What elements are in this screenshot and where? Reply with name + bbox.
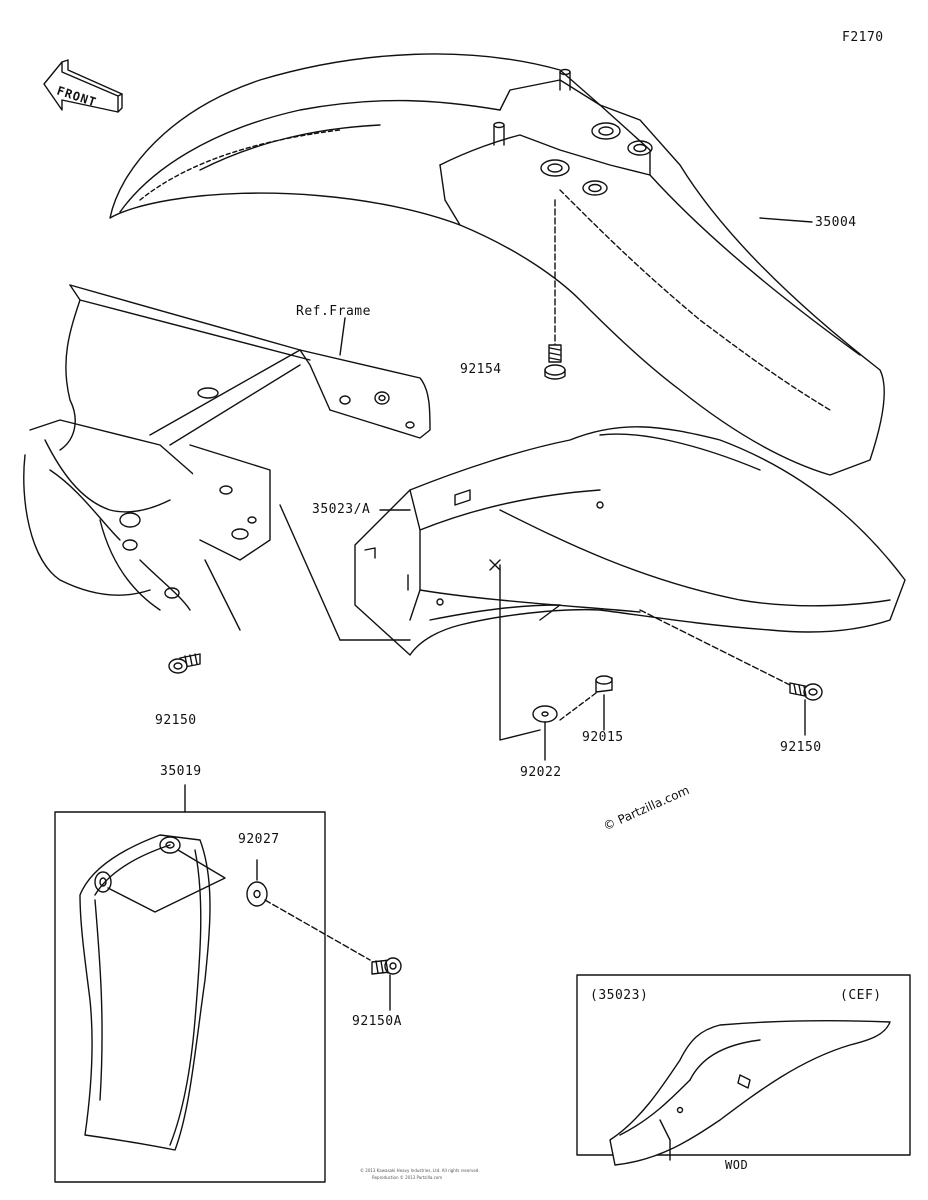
inset-caption: WOD bbox=[725, 1158, 749, 1172]
part-label-92150-left[interactable]: 92150 bbox=[155, 713, 197, 728]
frame-reference bbox=[23, 284, 431, 611]
part-label-35004[interactable]: 35004 bbox=[815, 215, 857, 230]
part-label-92150-right[interactable]: 92150 bbox=[780, 740, 822, 755]
part-label-92015[interactable]: 92015 bbox=[582, 730, 624, 745]
mud-flap-kit-35019 bbox=[54, 784, 402, 1183]
footer-note-1: © 2013 Kawasaki Heavy Industries, Ltd. A… bbox=[360, 1168, 480, 1173]
part-label-92150A[interactable]: 92150A bbox=[352, 1014, 402, 1029]
part-label-35023A[interactable]: 35023/A bbox=[312, 502, 371, 517]
bolt-92154 bbox=[544, 199, 566, 380]
inset-right-label: (CEF) bbox=[840, 988, 882, 1003]
part-label-92154[interactable]: 92154 bbox=[460, 362, 502, 377]
front-fender-35004 bbox=[109, 53, 885, 476]
part-label-35019[interactable]: 35019 bbox=[160, 764, 202, 779]
nut-92015 bbox=[595, 675, 613, 731]
rear-fender-35023A bbox=[279, 426, 906, 741]
bolt-92150-right bbox=[789, 682, 823, 736]
part-label-92027[interactable]: 92027 bbox=[238, 832, 280, 847]
front-arrow-icon: FRONT bbox=[43, 59, 123, 113]
part-label-92022[interactable]: 92022 bbox=[520, 765, 562, 780]
ref-frame-label: Ref.Frame bbox=[296, 304, 371, 319]
washer-92022 bbox=[532, 705, 558, 761]
inset-wod bbox=[576, 974, 911, 1166]
bolt-92150-left bbox=[168, 559, 241, 674]
inset-left-label: (35023) bbox=[590, 988, 649, 1003]
diagram-code: F2170 bbox=[842, 30, 884, 45]
footer-note-2: Reproduction © 2013 Partzilla.com bbox=[372, 1175, 443, 1180]
